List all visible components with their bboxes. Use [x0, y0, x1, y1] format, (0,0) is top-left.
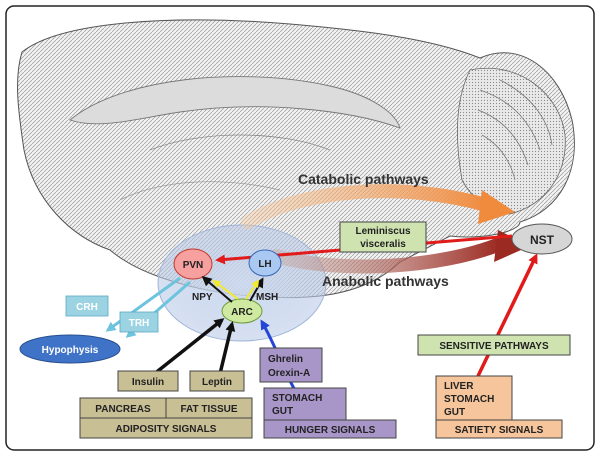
- trh-label: TRH: [129, 318, 150, 329]
- leminiscus-box: Leminiscus visceralis: [339, 221, 427, 253]
- orexin-label: Orexin-A: [268, 368, 310, 379]
- nst-node: [511, 223, 573, 255]
- trh-box: TRH: [119, 311, 159, 333]
- satiety-signals-box: SATIETY SIGNALS: [435, 419, 563, 439]
- arc-to-lh-arrow: [249, 277, 264, 302]
- ghrelin-box: Ghrelin Orexin-A: [259, 347, 323, 383]
- ghrelin-label: Ghrelin: [268, 354, 303, 365]
- hunger-signals-label: HUNGER SIGNALS: [285, 425, 376, 436]
- nst-label: NST: [530, 233, 555, 247]
- hypophysis-label: Hypophysis: [42, 345, 99, 356]
- catabolic-pathway-arrow: [241, 184, 515, 229]
- gut-label: GUT: [272, 406, 293, 417]
- leptin-label: Leptin: [202, 377, 232, 388]
- pancreas-label: PANCREAS: [95, 404, 151, 415]
- npy-yellow-arrow: [212, 279, 239, 300]
- stomach-gut-box: STOMACH GUT: [263, 387, 347, 421]
- insulin-box: Insulin: [117, 370, 179, 392]
- liver-label: LIVER: [444, 381, 474, 392]
- arc-label: ARC: [231, 307, 253, 318]
- stomach2-label: STOMACH: [444, 394, 494, 405]
- leptin-box: Leptin: [189, 370, 245, 392]
- hypophysis-node: [19, 334, 121, 364]
- crh-box: CRH: [65, 295, 109, 317]
- msh-label: MSH: [256, 292, 278, 303]
- leminiscus-line2: visceralis: [360, 239, 406, 250]
- lh-node: [248, 249, 282, 277]
- satiety-to-nst-arrow: [476, 253, 538, 377]
- arc-to-pvn-arrow: [201, 276, 233, 303]
- leminiscus-line1: Leminiscus: [355, 226, 410, 237]
- catabolic-label: Catabolic pathways: [298, 171, 429, 187]
- fat-tissue-label: FAT TISSUE: [180, 404, 237, 415]
- satiety-signals-label: SATIETY SIGNALS: [455, 425, 544, 436]
- msh-yellow-arrow: [245, 279, 260, 300]
- sensitive-pathways-box: SENSITIVE PATHWAYS: [417, 334, 571, 356]
- hunger-signals-box: HUNGER SIGNALS: [263, 419, 397, 439]
- pvn-node: [173, 248, 213, 280]
- crh-label: CRH: [76, 302, 98, 313]
- adiposity-signals-label: ADIPOSITY SIGNALS: [116, 424, 217, 435]
- adiposity-signals-box: ADIPOSITY SIGNALS: [79, 417, 253, 439]
- stomach-label: STOMACH: [272, 393, 322, 404]
- sensitive-pathways-label: SENSITIVE PATHWAYS: [439, 341, 549, 352]
- arc-node: [221, 298, 263, 324]
- pancreas-box: PANCREAS: [79, 397, 167, 419]
- hypothalamus-region: [157, 224, 327, 342]
- fat-tissue-box: FAT TISSUE: [165, 397, 253, 419]
- brain-illustration: [17, 19, 575, 299]
- npy-label: NPY: [192, 292, 213, 303]
- anabolic-label: Anabolic pathways: [322, 273, 449, 289]
- lh-label: LH: [258, 259, 271, 270]
- liver-stomach-gut-box: LIVER STOMACH GUT: [435, 375, 513, 423]
- insulin-label: Insulin: [132, 377, 164, 388]
- pvn-label: PVN: [183, 260, 204, 271]
- gut2-label: GUT: [444, 407, 465, 418]
